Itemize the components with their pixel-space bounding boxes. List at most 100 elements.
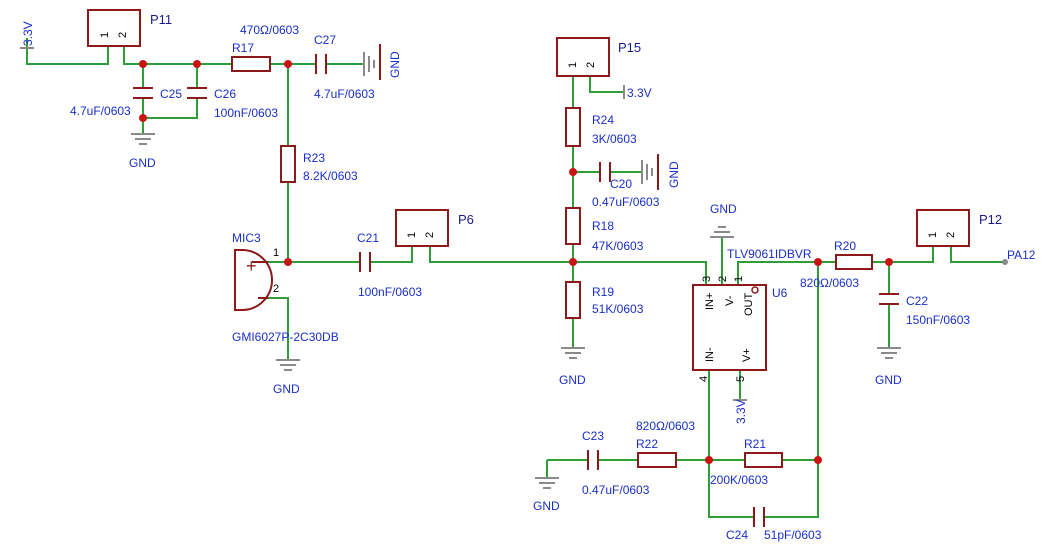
connector-body: [916, 209, 970, 247]
pin-number: 2: [273, 283, 279, 295]
pin-number: 1: [99, 32, 111, 38]
value-label: 4.7uF/0603: [70, 104, 131, 118]
resistor-body: [565, 207, 581, 245]
gnd-symbol: GND: [641, 154, 681, 190]
gnd-symbol: GND: [875, 347, 902, 387]
junction: [814, 258, 822, 266]
capacitor-c23[interactable]: C23 0.47uF/0603: [582, 429, 650, 497]
net-label: GND: [667, 161, 681, 188]
resistor-r17[interactable]: R17 470Ω/0603: [231, 23, 299, 72]
resistor-r20[interactable]: R20 820Ω/0603: [800, 239, 873, 290]
designator-label: MIC3: [232, 231, 261, 245]
net-port-dot: [1002, 259, 1008, 265]
gnd-symbol: GND: [533, 477, 560, 513]
connector-body: [395, 209, 449, 247]
value-label: GMI6027P-2C30DB: [232, 330, 339, 344]
value-label: 51K/0603: [592, 302, 644, 316]
value-label: 8.2K/0603: [303, 169, 358, 183]
pin1-dot: [751, 286, 759, 294]
value-label: 100nF/0603: [358, 285, 422, 299]
resistor-r19[interactable]: R19 51K/0603: [565, 281, 644, 319]
gnd-symbol: GND: [710, 202, 737, 238]
value-label: 820Ω/0603: [800, 276, 859, 290]
designator-label: C27: [314, 33, 336, 47]
value-label: 470Ω/0603: [240, 23, 299, 37]
connector-p11[interactable]: 1 2 P11: [87, 9, 172, 47]
pin-number: 1: [733, 276, 745, 282]
resistor-r18[interactable]: R18 47K/0603: [565, 207, 644, 253]
capacitor-c21[interactable]: C21 100nF/0603: [357, 231, 422, 299]
net-label: 3.3V: [21, 21, 35, 46]
capacitor-c20[interactable]: C20 0.47uF/0603: [592, 162, 660, 209]
power-port-3v3: 3.3V: [733, 399, 748, 424]
designator-label: P15: [618, 40, 641, 55]
value-label: 200K/0603: [710, 473, 768, 487]
net-label: GND: [533, 499, 560, 513]
pin-number: 2: [424, 232, 436, 238]
junction: [284, 60, 292, 68]
power-port-3v3: 3.3V: [20, 21, 35, 49]
capacitor-c25[interactable]: C25 4.7uF/0603: [70, 87, 182, 118]
resistor-body: [835, 254, 873, 270]
designator-label: C20: [610, 177, 632, 191]
capacitor-c27[interactable]: C27 4.7uF/0603: [314, 33, 375, 101]
designator-label: C22: [906, 294, 928, 308]
pin-number: 3: [701, 276, 713, 282]
resistor-r23[interactable]: R23 8.2K/0603: [280, 145, 358, 183]
net-label: GND: [388, 51, 402, 78]
pin-label: IN-: [704, 347, 716, 362]
junction: [139, 60, 147, 68]
net-label: GND: [559, 373, 586, 387]
designator-label: C23: [582, 429, 604, 443]
resistor-body: [565, 107, 581, 147]
junction: [814, 456, 822, 464]
resistor-body: [744, 452, 783, 468]
value-label: 3K/0603: [592, 132, 637, 146]
designator-label: R19: [592, 285, 614, 299]
value-label: 820Ω/0603: [636, 419, 695, 433]
designator-label: R24: [592, 113, 614, 127]
gnd-symbol: GND: [363, 44, 402, 80]
opamp-body: [692, 284, 767, 371]
designator-label: C21: [357, 231, 379, 245]
pin-number: 1: [567, 62, 579, 68]
capacitor-c22[interactable]: C22 150nF/0603: [879, 293, 970, 327]
designator-label: R20: [834, 239, 856, 253]
junction: [705, 456, 713, 464]
resistor-r24[interactable]: R24 3K/0603: [565, 107, 637, 147]
value-label: 51pF/0603: [764, 528, 822, 542]
net-label-pa12: PA12: [1007, 248, 1036, 262]
pin-number: 2: [717, 276, 729, 282]
junction: [284, 258, 292, 266]
value-label: 0.47uF/0603: [582, 483, 650, 497]
gnd-symbol: GND: [273, 359, 300, 396]
resistor-body: [280, 145, 296, 183]
net-label: GND: [875, 373, 902, 387]
net-label: GND: [710, 202, 737, 216]
capacitor-c26[interactable]: C26 100nF/0603: [187, 87, 278, 120]
opamp-u6[interactable]: IN+ V- OUT IN- V+ 3 2 1 4 5 U6 TLV9061ID…: [692, 247, 812, 382]
microphone-mic3[interactable]: + 1 2 MIC3 GMI6027P-2C30DB: [232, 231, 339, 344]
pin-label: V-: [724, 295, 736, 306]
mic-body: [234, 249, 273, 311]
resistor-body: [565, 281, 581, 319]
value-label: 4.7uF/0603: [314, 87, 375, 101]
connector-p12[interactable]: 1 2 P12: [916, 209, 1002, 247]
connector-p15[interactable]: 1 2 P15: [556, 37, 641, 77]
designator-label: U6: [772, 286, 788, 300]
resistor-body: [231, 56, 271, 72]
capacitor-c24[interactable]: C24 51pF/0603: [726, 507, 822, 542]
gnd-symbol: GND: [559, 347, 586, 387]
connector-p6[interactable]: 1 2 P6: [395, 209, 474, 247]
net-label: 3.3V: [627, 86, 652, 100]
pin-number: 1: [273, 247, 279, 259]
resistor-r22[interactable]: R22 820Ω/0603: [636, 419, 695, 468]
net-label: GND: [273, 382, 300, 396]
junction: [569, 258, 577, 266]
resistor-body: [637, 452, 677, 468]
junction: [885, 258, 893, 266]
value-label: 47K/0603: [592, 239, 644, 253]
resistor-r21[interactable]: R21 200K/0603: [710, 437, 783, 487]
connector-body: [556, 37, 610, 77]
